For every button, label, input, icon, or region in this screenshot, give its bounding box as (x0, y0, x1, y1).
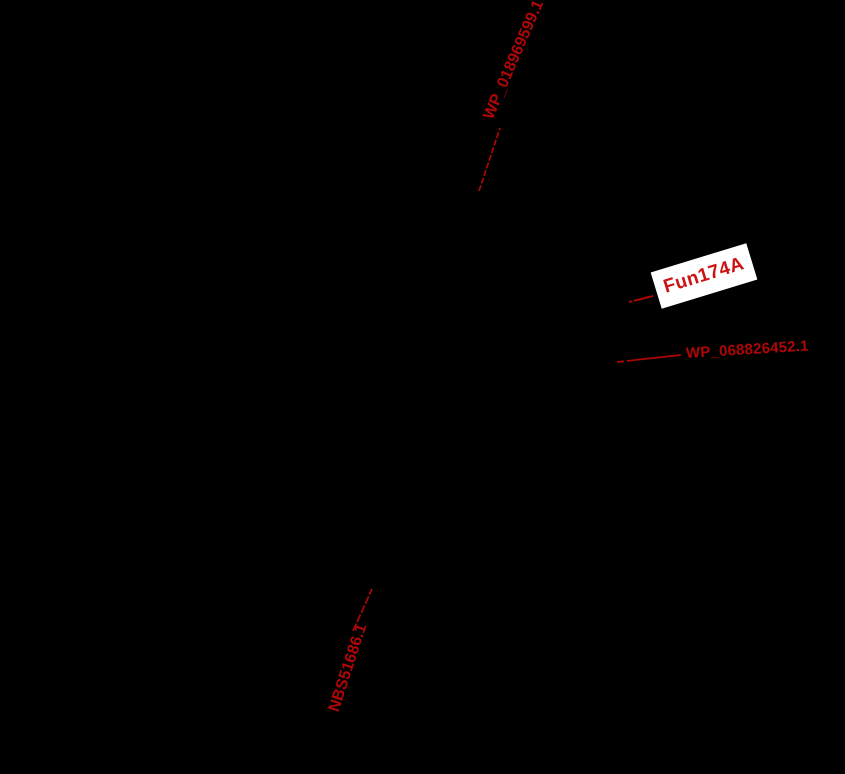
leader-line-bottom-tip (352, 588, 373, 632)
leader-line-fun174a (628, 295, 654, 303)
leader-line-right-tip (616, 354, 682, 363)
leader-line-top-tip (478, 127, 501, 192)
